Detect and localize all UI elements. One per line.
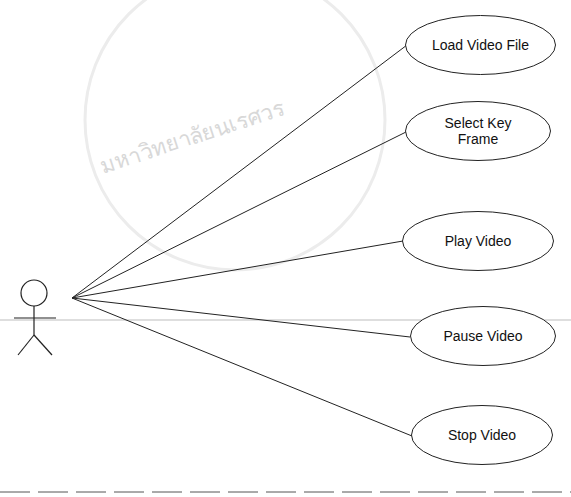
use-case-ellipse: Pause Video: [410, 306, 556, 366]
use-case-ellipse: Select Key Frame: [405, 101, 551, 161]
use-case-label: Pause Video: [443, 328, 522, 344]
use-case-ellipse: Stop Video: [411, 405, 553, 465]
page-rule: [0, 492, 571, 493]
actor-figure: [14, 280, 56, 355]
watermark-seal: [85, 0, 385, 270]
use-case-ellipse: Load Video File: [405, 15, 556, 75]
use-case-label: Play Video: [445, 233, 512, 249]
use-case-label: Select Key Frame: [423, 115, 533, 147]
use-case-label: Stop Video: [448, 427, 516, 443]
use-case-ellipse: Play Video: [402, 211, 554, 271]
use-case-label: Load Video File: [432, 37, 529, 53]
association-lines: [72, 45, 412, 436]
watermark-text: มหาวิทยาลัยนเรศวร: [95, 90, 289, 183]
